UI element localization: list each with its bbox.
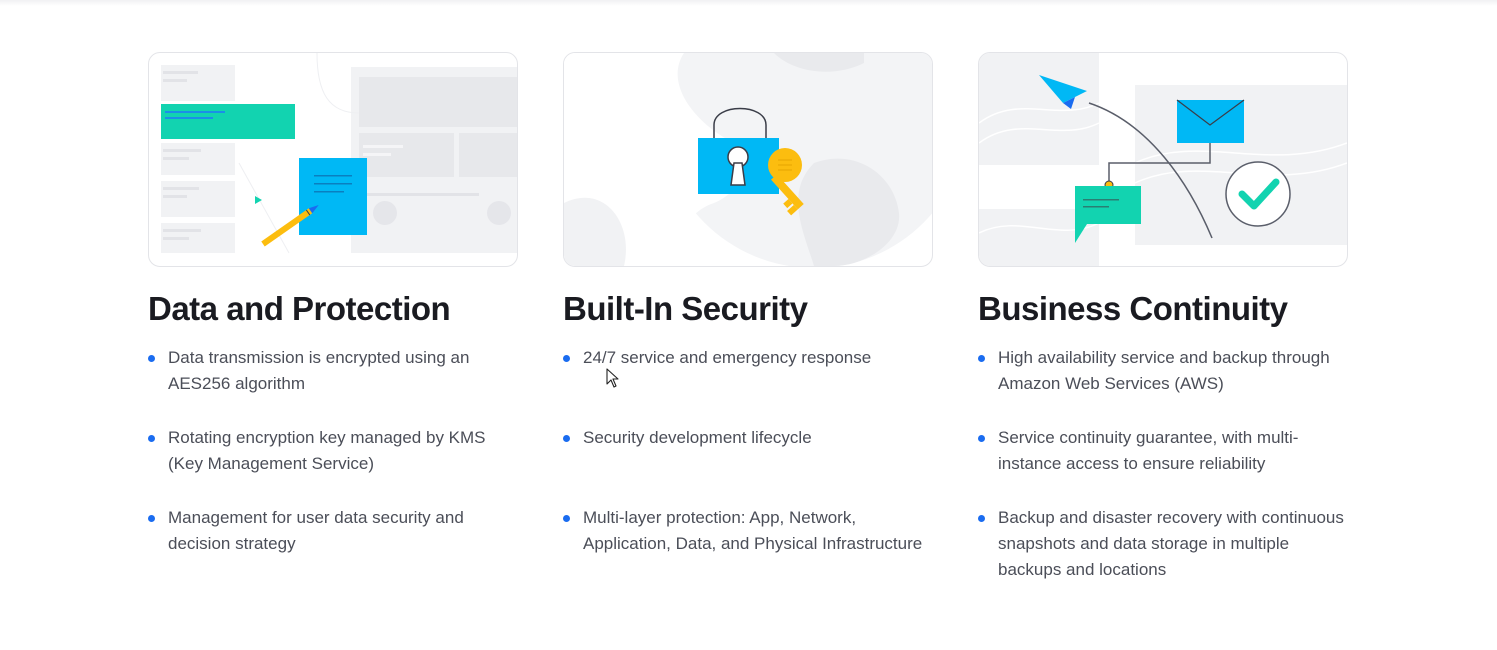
list-item: 24/7 service and emergency response xyxy=(563,345,933,425)
list-item: Service continuity guarantee, with multi… xyxy=(978,425,1348,505)
built-in-security-illustration xyxy=(563,52,933,267)
bullet-text: High availability service and backup thr… xyxy=(998,348,1330,393)
card-business-continuity: Business Continuity High availability se… xyxy=(978,52,1348,585)
bullet-list: High availability service and backup thr… xyxy=(978,345,1348,585)
list-item: Rotating encryption key managed by KMS (… xyxy=(148,425,518,505)
card-title: Built-In Security xyxy=(563,290,808,327)
card-data-protection: Data and Protection Data transmission is… xyxy=(148,52,518,585)
document-pencil-icon xyxy=(161,53,517,254)
bullet-text: Service continuity guarantee, with multi… xyxy=(998,428,1299,473)
header-shadow xyxy=(0,0,1497,6)
bullet-dot-icon xyxy=(978,515,985,522)
bullet-dot-icon xyxy=(148,515,155,522)
bullet-text: Data transmission is encrypted using an … xyxy=(168,348,470,393)
envelope-chat-check-icon xyxy=(979,53,1347,266)
card-built-in-security: Built-In Security 24/7 service and emerg… xyxy=(563,52,933,585)
bullet-text: Rotating encryption key managed by KMS (… xyxy=(168,428,486,473)
list-item: Security development lifecycle xyxy=(563,425,933,505)
bullet-text: Management for user data security and de… xyxy=(168,508,464,553)
list-item: High availability service and backup thr… xyxy=(978,345,1348,425)
mouse-cursor-icon xyxy=(606,368,619,388)
bullet-text: 24/7 service and emergency response xyxy=(583,348,872,367)
list-item: Multi-layer protection: App, Network, Ap… xyxy=(563,505,933,585)
bullet-list: 24/7 service and emergency response Secu… xyxy=(563,345,933,585)
bullet-text: Security development lifecycle xyxy=(583,428,812,447)
list-item: Data transmission is encrypted using an … xyxy=(148,345,518,425)
padlock-key-icon xyxy=(564,53,932,266)
bullet-dot-icon xyxy=(563,515,570,522)
bullet-dot-icon xyxy=(148,435,155,442)
list-item: Backup and disaster recovery with contin… xyxy=(978,505,1348,585)
list-item: Management for user data security and de… xyxy=(148,505,518,585)
bullet-dot-icon xyxy=(563,435,570,442)
bullet-dot-icon xyxy=(978,355,985,362)
card-title: Data and Protection xyxy=(148,290,451,327)
bullet-dot-icon xyxy=(563,355,570,362)
data-protection-illustration xyxy=(148,52,518,267)
bullet-dot-icon xyxy=(148,355,155,362)
bullet-list: Data transmission is encrypted using an … xyxy=(148,345,518,585)
bullet-text: Multi-layer protection: App, Network, Ap… xyxy=(583,508,923,553)
bullet-dot-icon xyxy=(978,435,985,442)
business-continuity-illustration xyxy=(978,52,1348,267)
card-title: Business Continuity xyxy=(978,290,1288,327)
bullet-text: Backup and disaster recovery with contin… xyxy=(998,508,1344,579)
